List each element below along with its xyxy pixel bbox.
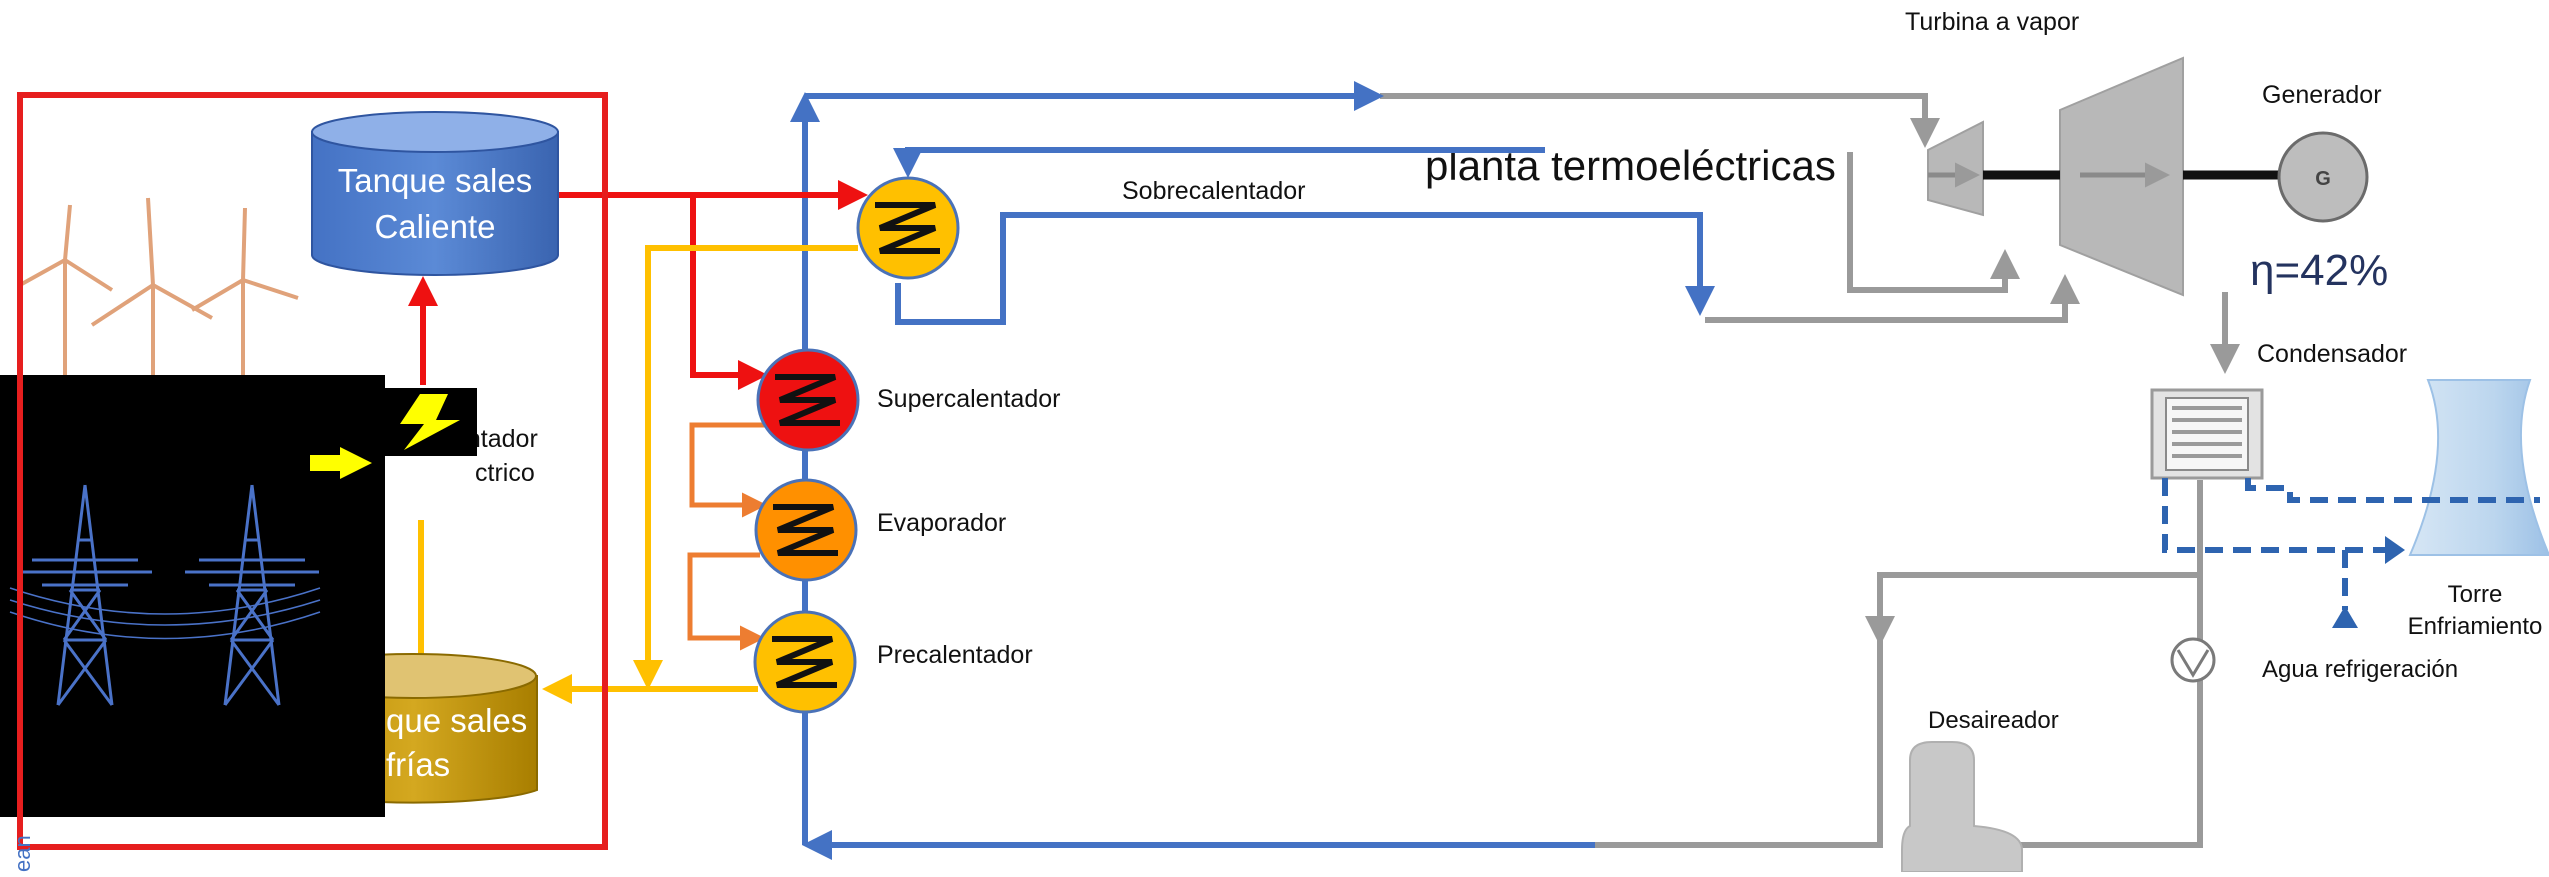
cold-tank-label-1: que sales [386,702,527,739]
hot-tank-label-1: Tanque sales [338,162,532,199]
cooling-tower [2408,379,2549,556]
cold-salt-lines [418,245,858,704]
evaporator-exchanger [754,478,858,582]
generator-label: Generador [2262,81,2382,109]
side-text-fragment: ean [10,835,35,872]
deaerator-label: Desaireador [1928,707,2059,734]
steam-cycle-gray-lines [1380,93,2240,848]
superheater-top-label: Sobrecalentador [1122,177,1305,205]
cooling-water-inlet-arrow [2332,606,2358,628]
evaporator-label: Evaporador [877,509,1006,537]
hot-salt-lines [408,180,868,390]
turbine-label: Turbina a vapor [1905,8,2079,36]
cooling-tower-label-1: Torre [2448,581,2503,608]
cooling-water-label: Agua refrigeración [2262,656,2458,683]
pump [2170,637,2216,683]
cooling-water-lines [2162,478,2540,610]
efficiency-label: η=42% [2250,246,2388,295]
superheater-label: Supercalentador [877,385,1060,413]
condenser [2150,388,2264,480]
superheater-exchanger [756,348,860,452]
power-flow-arrow [310,447,372,479]
storage-system-frame [17,92,608,850]
generator-symbol: G [2315,168,2331,190]
preheater-exchanger [753,610,857,714]
water-steam-blue-lines [790,81,1715,860]
hot-salt-tank: Tanque sales Caliente [311,111,559,276]
electric-heater-label-2: ctrico [475,459,535,487]
cooling-water-arrow [2385,536,2405,564]
reheater-exchanger [856,176,960,280]
preheater-label: Precalentador [877,641,1033,669]
wind-turbines-icon [19,197,299,392]
lightning-icon [400,394,460,450]
transmission-towers-icon [9,484,321,706]
deaerator [1901,741,2023,873]
hot-tank-label-2: Caliente [374,208,495,245]
cooling-tower-label-2: Enfriamiento [2408,613,2543,640]
salt-transfer-orange-lines [687,422,767,651]
power-grid-panel [0,375,385,817]
generator: G [2277,131,2369,223]
condenser-label: Condensador [2257,340,2407,368]
steam-turbine [1927,56,2280,297]
cold-tank-label-2: frías [386,746,450,783]
